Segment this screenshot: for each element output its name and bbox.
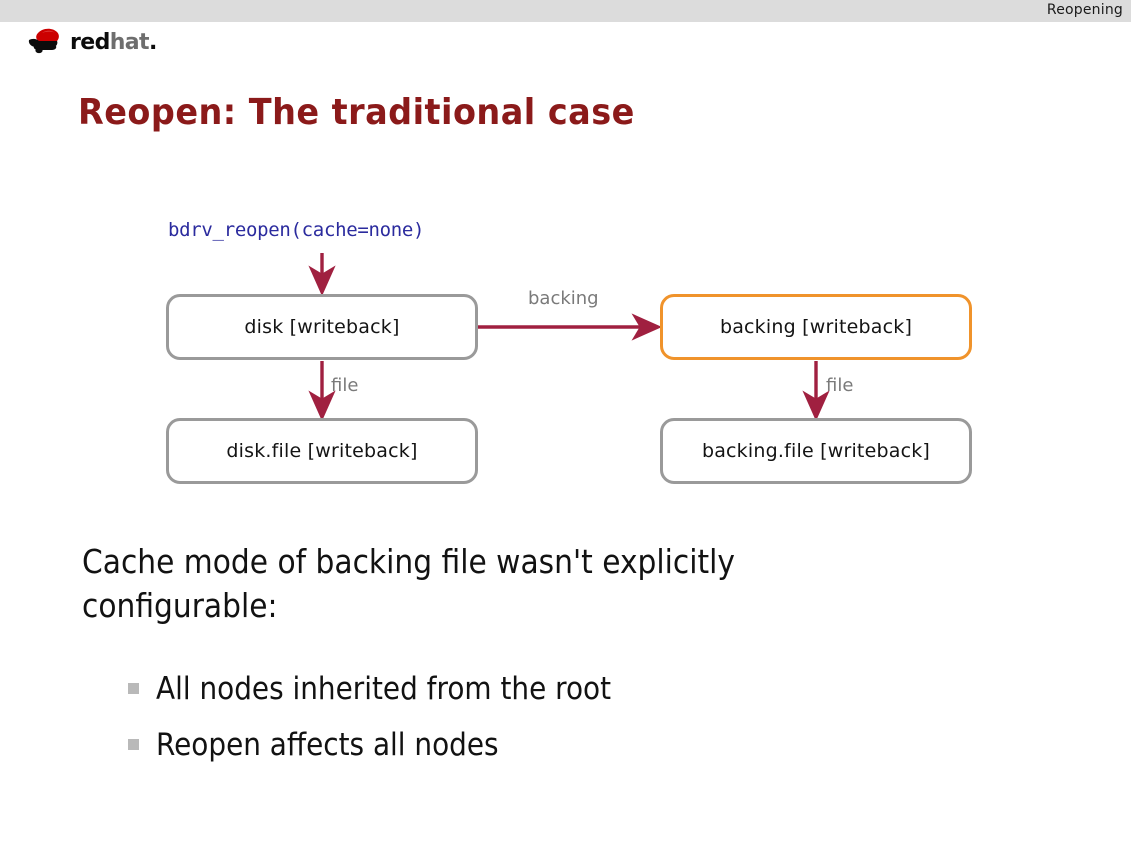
- square-bullet-icon: [128, 683, 139, 694]
- logo-word-red: red: [70, 30, 110, 55]
- graph-node-backing-file[interactable]: backing.file [writeback]: [660, 418, 972, 484]
- graph-node-disk[interactable]: disk [writeback]: [166, 294, 478, 360]
- body-paragraph: Cache mode of backing file wasn't explic…: [82, 542, 735, 625]
- logo-word-dot: .: [148, 30, 157, 55]
- top-header-bar: Reopening: [0, 0, 1131, 22]
- graph-node-disk-file[interactable]: disk.file [writeback]: [166, 418, 478, 484]
- api-call-label: bdrv_reopen(cache=none): [168, 219, 425, 241]
- edge-label-file-left: file: [331, 375, 359, 396]
- logo-wordmark: redhat.: [70, 32, 157, 54]
- bullet-list: All nodes inherited from the root Reopen…: [128, 668, 1008, 780]
- section-title: Reopening: [1046, 2, 1123, 18]
- edge-label-file-right: file: [826, 375, 854, 396]
- square-bullet-icon: [128, 739, 139, 750]
- bullet-item-label: All nodes inherited from the root: [156, 671, 612, 707]
- list-item: Reopen affects all nodes: [128, 724, 1008, 766]
- page-title: Reopen: The traditional case: [78, 92, 635, 133]
- list-item: All nodes inherited from the root: [128, 668, 1008, 710]
- bullet-item-label: Reopen affects all nodes: [156, 727, 499, 763]
- edge-label-backing: backing: [528, 288, 599, 309]
- redhat-logo: redhat.: [26, 25, 157, 55]
- logo-word-hat: hat: [109, 30, 150, 55]
- redhat-shadowman-icon: [26, 27, 68, 55]
- graph-node-backing[interactable]: backing [writeback]: [660, 294, 972, 360]
